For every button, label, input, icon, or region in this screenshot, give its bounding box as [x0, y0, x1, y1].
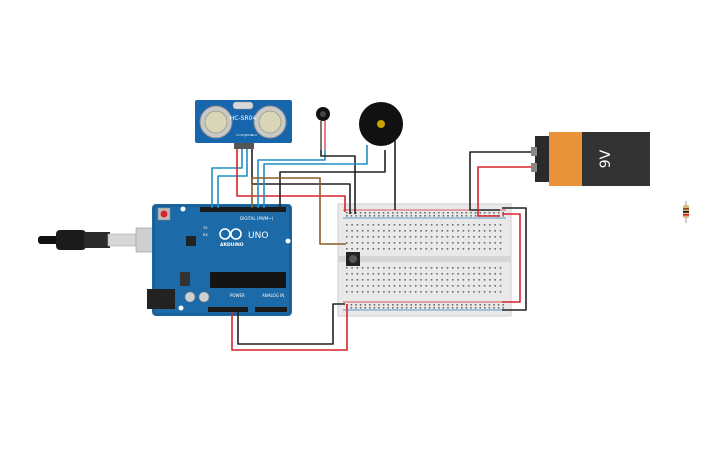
breadboard-holes [346, 212, 504, 309]
hc-sr04-sensor[interactable]: HC-SR04 Vcc Trig Echo Gnd [195, 100, 292, 149]
wire-battery-pos[interactable] [477, 166, 531, 217]
wire-button[interactable] [251, 177, 346, 245]
wire-rail-black-jumper[interactable] [502, 207, 527, 311]
wire-motor-signal[interactable] [257, 150, 326, 208]
digital-header-label: DIGITAL (PWM~) [240, 216, 274, 221]
wire-sensor-echo[interactable] [217, 149, 248, 208]
wire-arduino-gnd[interactable] [237, 303, 345, 345]
sensor-pin-vcc-label: Vcc [236, 133, 241, 137]
battery-9v[interactable]: 9V [531, 132, 650, 186]
led-label-rx: RX [203, 233, 208, 237]
wire-sensor-trig[interactable] [211, 149, 243, 208]
sensor-pin-echo-label: Echo [246, 133, 253, 137]
piezo-buzzer[interactable] [359, 102, 403, 146]
battery-voltage-label: 9V [598, 149, 614, 168]
wire-battery-neg[interactable] [469, 151, 531, 211]
wire-sensor-gnd[interactable] [251, 149, 351, 214]
arduino-model-label: UNO [248, 231, 268, 241]
wires [211, 140, 531, 351]
vibration-motor[interactable] [316, 107, 330, 150]
resistor[interactable] [683, 201, 689, 223]
usb-cable[interactable] [38, 227, 155, 253]
sensor-model-label: HC-SR04 [230, 115, 257, 122]
wire-rail-red-jumper[interactable] [502, 213, 521, 303]
wire-arduino-5v[interactable] [231, 304, 348, 351]
power-header-label: POWER [230, 293, 245, 298]
wire-motor-gnd[interactable] [320, 150, 356, 214]
arduino-brand-label: ARDUINO [220, 242, 244, 248]
breadboard[interactable] [337, 203, 512, 317]
push-button[interactable] [346, 252, 360, 266]
arduino-logo [219, 228, 242, 240]
led-label-tx: TX [202, 226, 208, 230]
wire-buzzer-signal[interactable] [263, 145, 368, 208]
sensor-pin-trig-label: Trig [240, 133, 246, 137]
wire-buzzer-gnd-2[interactable] [279, 150, 386, 208]
wire-sensor-vcc[interactable] [236, 149, 346, 212]
arduino-uno-board[interactable]: UNO ARDUINO DIGITAL (PWM~) POWER ANALOG … [147, 204, 292, 316]
analog-header-label: ANALOG IN [262, 293, 284, 298]
sensor-pin-gnd-label: Gnd [251, 133, 257, 137]
